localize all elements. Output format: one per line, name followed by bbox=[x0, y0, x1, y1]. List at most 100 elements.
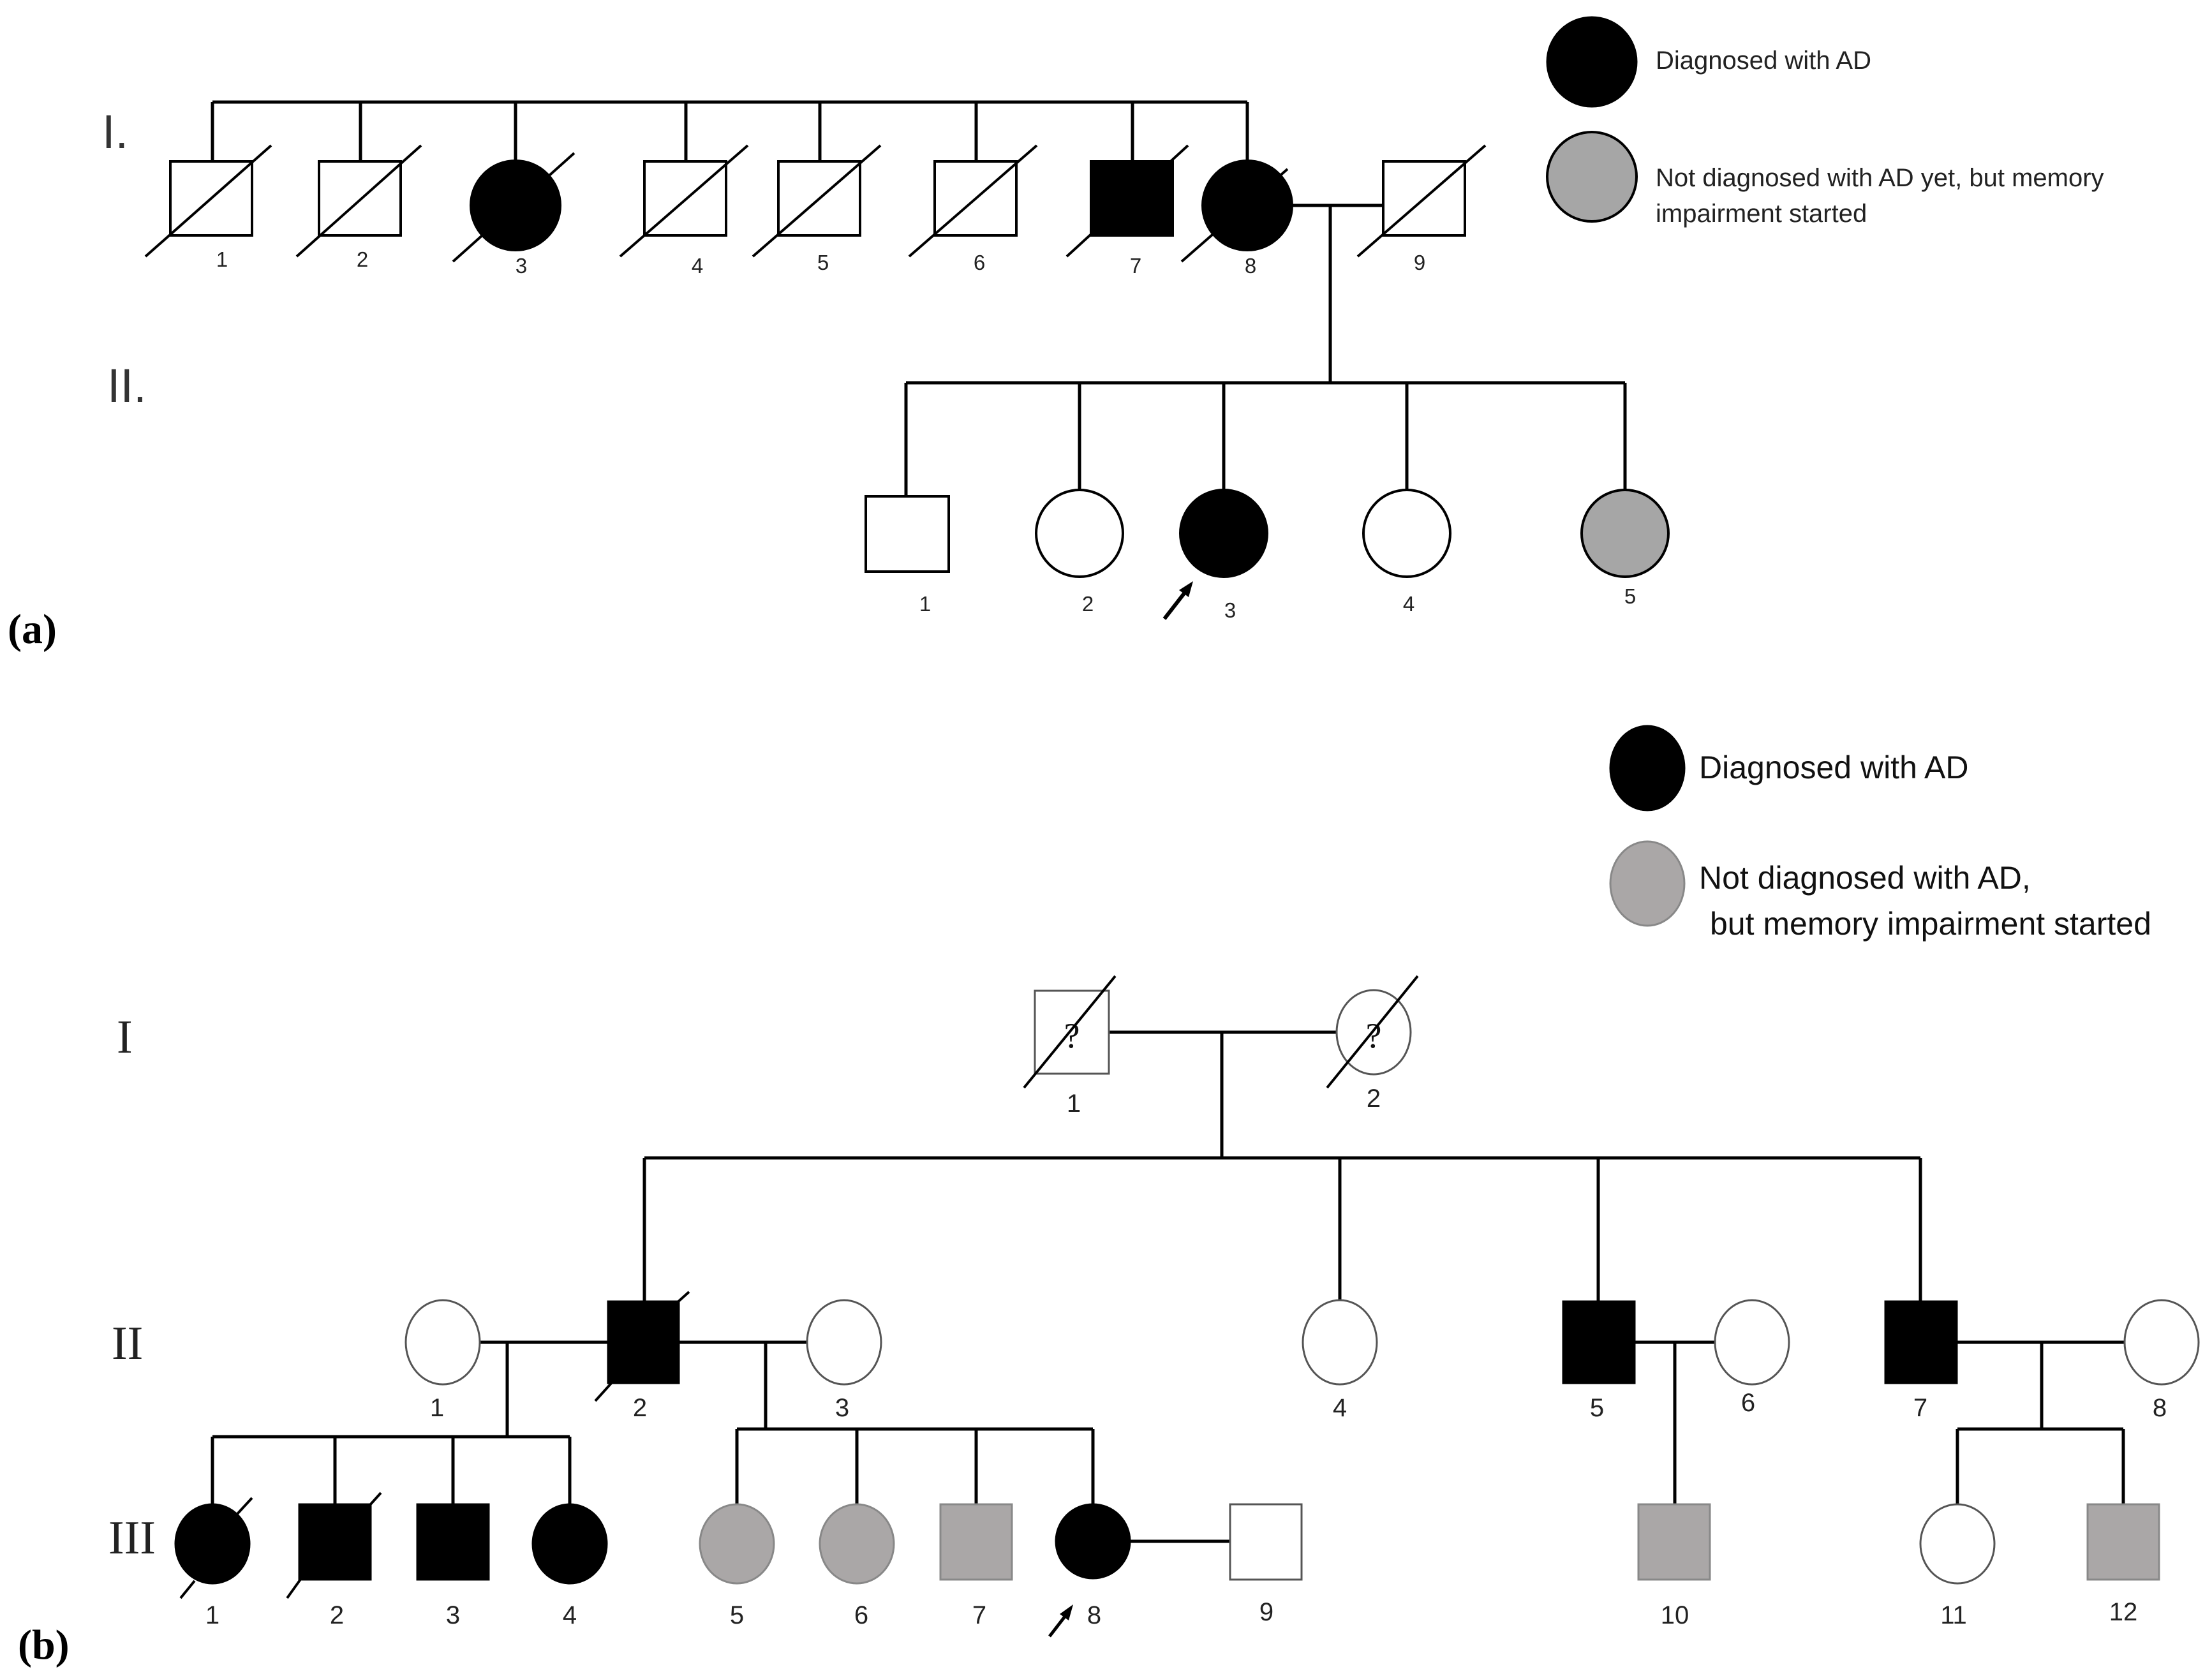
panel-label-b: (b) bbox=[18, 1622, 70, 1668]
individual-label: 7 bbox=[972, 1601, 986, 1629]
individual-label: 6 bbox=[854, 1601, 868, 1629]
individual-label: 1 bbox=[216, 248, 228, 271]
deceased-mark-a-1-7 bbox=[1065, 144, 1189, 258]
individual-b-3-11 bbox=[1919, 1503, 1996, 1585]
pedigree-a-gen1 bbox=[144, 144, 1487, 263]
individual-label: 1 bbox=[205, 1601, 219, 1629]
individual-label: 3 bbox=[516, 254, 527, 278]
individual-label: 2 bbox=[633, 1394, 647, 1422]
deceased-mark-b-3-2-top bbox=[362, 1492, 382, 1513]
deceased-mark-a-1-4 bbox=[619, 144, 749, 258]
legend-a-impaired-label-2: impairment started bbox=[1656, 200, 1867, 228]
pedigree-a-lines bbox=[211, 100, 1627, 496]
generation-label-b-1: I bbox=[117, 1011, 133, 1063]
individual-b-3-10 bbox=[1637, 1503, 1711, 1581]
deceased-mark-b-3-2-bottom bbox=[286, 1574, 304, 1599]
individual-b-2-1 bbox=[405, 1299, 481, 1386]
proband-arrow-a bbox=[1162, 581, 1193, 620]
individual-label: 5 bbox=[1590, 1394, 1604, 1422]
individual-b-3-4 bbox=[531, 1503, 608, 1585]
legend-b-affected-label: Diagnosed with AD bbox=[1699, 750, 1968, 785]
individual-b-3-1 bbox=[174, 1503, 251, 1585]
pedigree-b: I II III bbox=[108, 725, 2200, 1638]
individual-b-3-6 bbox=[819, 1503, 895, 1585]
deceased-mark-b-1-1 bbox=[1023, 975, 1117, 1089]
individual-label: 11 bbox=[1940, 1601, 1967, 1629]
individual-a-2-1 bbox=[865, 495, 950, 573]
individual-b-3-5 bbox=[699, 1503, 775, 1585]
individual-label: 1 bbox=[1067, 1090, 1081, 1118]
deceased-mark-b-3-1-top bbox=[236, 1497, 253, 1515]
individual-label: 5 bbox=[1624, 584, 1636, 608]
legend-b-impaired-swatch bbox=[1609, 840, 1686, 927]
individual-b-3-8 bbox=[1055, 1503, 1131, 1580]
legend-b: Diagnosed with AD Not diagnosed with AD,… bbox=[1609, 725, 2151, 942]
generation-label-a-1: I. bbox=[102, 105, 128, 158]
individual-b-3-3 bbox=[416, 1503, 490, 1581]
deceased-mark-a-1-5 bbox=[752, 144, 882, 258]
deceased-mark-a-1-1 bbox=[144, 144, 272, 258]
individual-label: 2 bbox=[1082, 592, 1094, 616]
deceased-mark-a-1-6 bbox=[908, 144, 1038, 258]
individual-b-2-7 bbox=[1884, 1300, 1958, 1384]
individual-label: 4 bbox=[1333, 1394, 1347, 1422]
pedigree-b-gen1-labels: 1 2 bbox=[1067, 1085, 1381, 1118]
individual-label: 1 bbox=[430, 1394, 444, 1422]
individual-b-2-4 bbox=[1302, 1299, 1378, 1386]
individual-label: 9 bbox=[1414, 251, 1425, 274]
individual-label: 3 bbox=[1224, 598, 1236, 622]
legend-b-affected-swatch bbox=[1609, 725, 1686, 811]
individual-label: 3 bbox=[835, 1394, 849, 1422]
individual-b-3-2 bbox=[298, 1503, 372, 1581]
individual-label: 7 bbox=[1130, 254, 1141, 278]
legend-a-impaired-swatch bbox=[1546, 131, 1638, 223]
deceased-mark-b-2-2-top bbox=[669, 1291, 690, 1310]
individual-b-3-9 bbox=[1229, 1503, 1303, 1581]
pedigree-a-gen1-labels: 1 2 3 4 5 6 7 8 9 bbox=[216, 248, 1425, 278]
pedigree-a: I. II. bbox=[102, 16, 2104, 622]
legend-b-impaired-label-2: but memory impairment started bbox=[1710, 906, 2151, 942]
individual-b-2-2 bbox=[607, 1300, 680, 1384]
individual-label: 2 bbox=[330, 1601, 344, 1629]
individual-label: 8 bbox=[2153, 1394, 2167, 1422]
individual-b-3-7 bbox=[939, 1503, 1013, 1581]
legend-b-impaired-label-1: Not diagnosed with AD, bbox=[1699, 860, 2031, 896]
deceased-mark-a-1-9 bbox=[1356, 144, 1487, 258]
pedigree-b-gen1: ? ? bbox=[1023, 975, 1419, 1089]
individual-label: 4 bbox=[563, 1601, 577, 1629]
individual-label: 8 bbox=[1087, 1601, 1101, 1629]
individual-label: 6 bbox=[974, 251, 985, 274]
legend-a-impaired-label-1: Not diagnosed with AD yet, but memory bbox=[1656, 164, 2104, 192]
individual-label: 4 bbox=[692, 254, 703, 278]
pedigree-a-gen2-labels: 1 2 3 4 5 bbox=[919, 584, 1636, 622]
deceased-mark-a-1-2 bbox=[295, 144, 422, 258]
individual-a-2-3 bbox=[1179, 489, 1268, 578]
individual-label: 3 bbox=[446, 1601, 460, 1629]
individual-label: 5 bbox=[730, 1601, 744, 1629]
deceased-mark-b-1-2 bbox=[1326, 975, 1419, 1089]
panel-label-a: (a) bbox=[8, 606, 57, 653]
legend-a-affected-label: Diagnosed with AD bbox=[1656, 47, 1871, 75]
deceased-mark-b-3-1-bottom bbox=[179, 1580, 196, 1599]
pedigree-a-gen2 bbox=[865, 489, 1670, 620]
individual-a-2-4 bbox=[1362, 489, 1451, 578]
deceased-mark-a-1-8 bbox=[1180, 168, 1289, 263]
proband-arrow-b bbox=[1048, 1604, 1073, 1638]
pedigree-b-gen3-labels: 1 2 3 4 5 6 7 8 9 10 11 12 bbox=[205, 1598, 2137, 1629]
individual-b-3-12 bbox=[2086, 1503, 2160, 1581]
generation-label-b-3: III bbox=[108, 1512, 156, 1564]
individual-label: 8 bbox=[1245, 254, 1256, 278]
pedigree-b-gen3 bbox=[174, 1492, 2160, 1638]
individual-label: 9 bbox=[1259, 1598, 1273, 1626]
individual-label: 10 bbox=[1661, 1601, 1689, 1629]
generation-label-b-2: II bbox=[112, 1317, 143, 1370]
individual-b-2-3 bbox=[806, 1299, 882, 1386]
individual-a-2-2 bbox=[1035, 489, 1124, 578]
individual-a-2-5 bbox=[1580, 489, 1670, 578]
individual-b-2-6 bbox=[1714, 1299, 1790, 1386]
individual-label: 6 bbox=[1741, 1389, 1755, 1417]
individual-b-2-5 bbox=[1562, 1300, 1636, 1384]
deceased-mark-b-2-2 bbox=[594, 1374, 620, 1402]
pedigree-b-gen2-labels: 1 2 3 4 5 6 7 8 bbox=[430, 1389, 2167, 1422]
